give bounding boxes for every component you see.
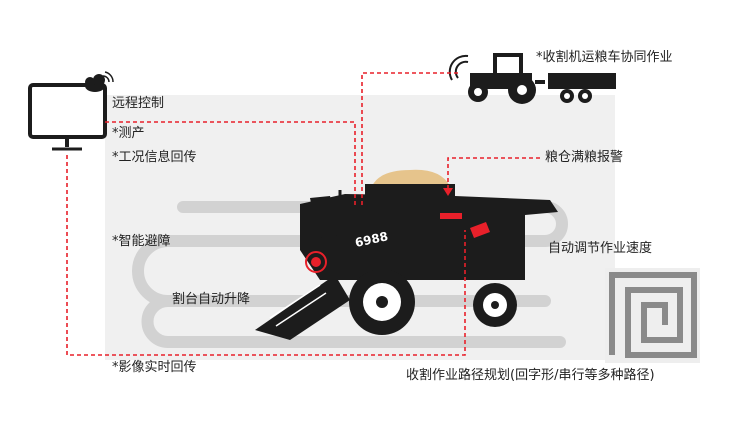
track-curve-bottom	[141, 295, 180, 348]
tractor-trailer-icon	[448, 53, 616, 104]
connectors	[66, 72, 540, 356]
grain-sensor	[440, 213, 462, 219]
label-header-lift: 割台自动升降	[172, 292, 251, 307]
camera-icon	[470, 222, 490, 238]
radar-icon	[305, 251, 327, 273]
label-yield: *测产	[112, 126, 145, 141]
label-path-plan: 收割作业路径规划(回字形/串行等多种路径)	[406, 368, 655, 383]
harvester	[255, 169, 558, 340]
harvester-body	[300, 194, 558, 280]
label-smart-avoid: *智能避障	[112, 234, 171, 249]
monitor-cloud-icon	[28, 71, 114, 151]
label-grain-full: 粮仓满粮报警	[545, 150, 624, 165]
label-video-return: *影像实时回传	[112, 360, 197, 375]
grain-pile	[372, 169, 450, 186]
track-path	[132, 201, 568, 307]
label-work-info: *工况信息回传	[112, 150, 197, 165]
label-speed-adjust: 自动调节作业速度	[548, 241, 653, 256]
label-remote-control: 远程控制	[112, 96, 165, 111]
arrow-grain	[443, 188, 453, 196]
spiral-path-icon	[605, 268, 700, 363]
label-collab: *收割机运粮车协同作业	[536, 50, 673, 65]
cab	[310, 196, 340, 238]
model-label: 6988	[354, 229, 390, 250]
